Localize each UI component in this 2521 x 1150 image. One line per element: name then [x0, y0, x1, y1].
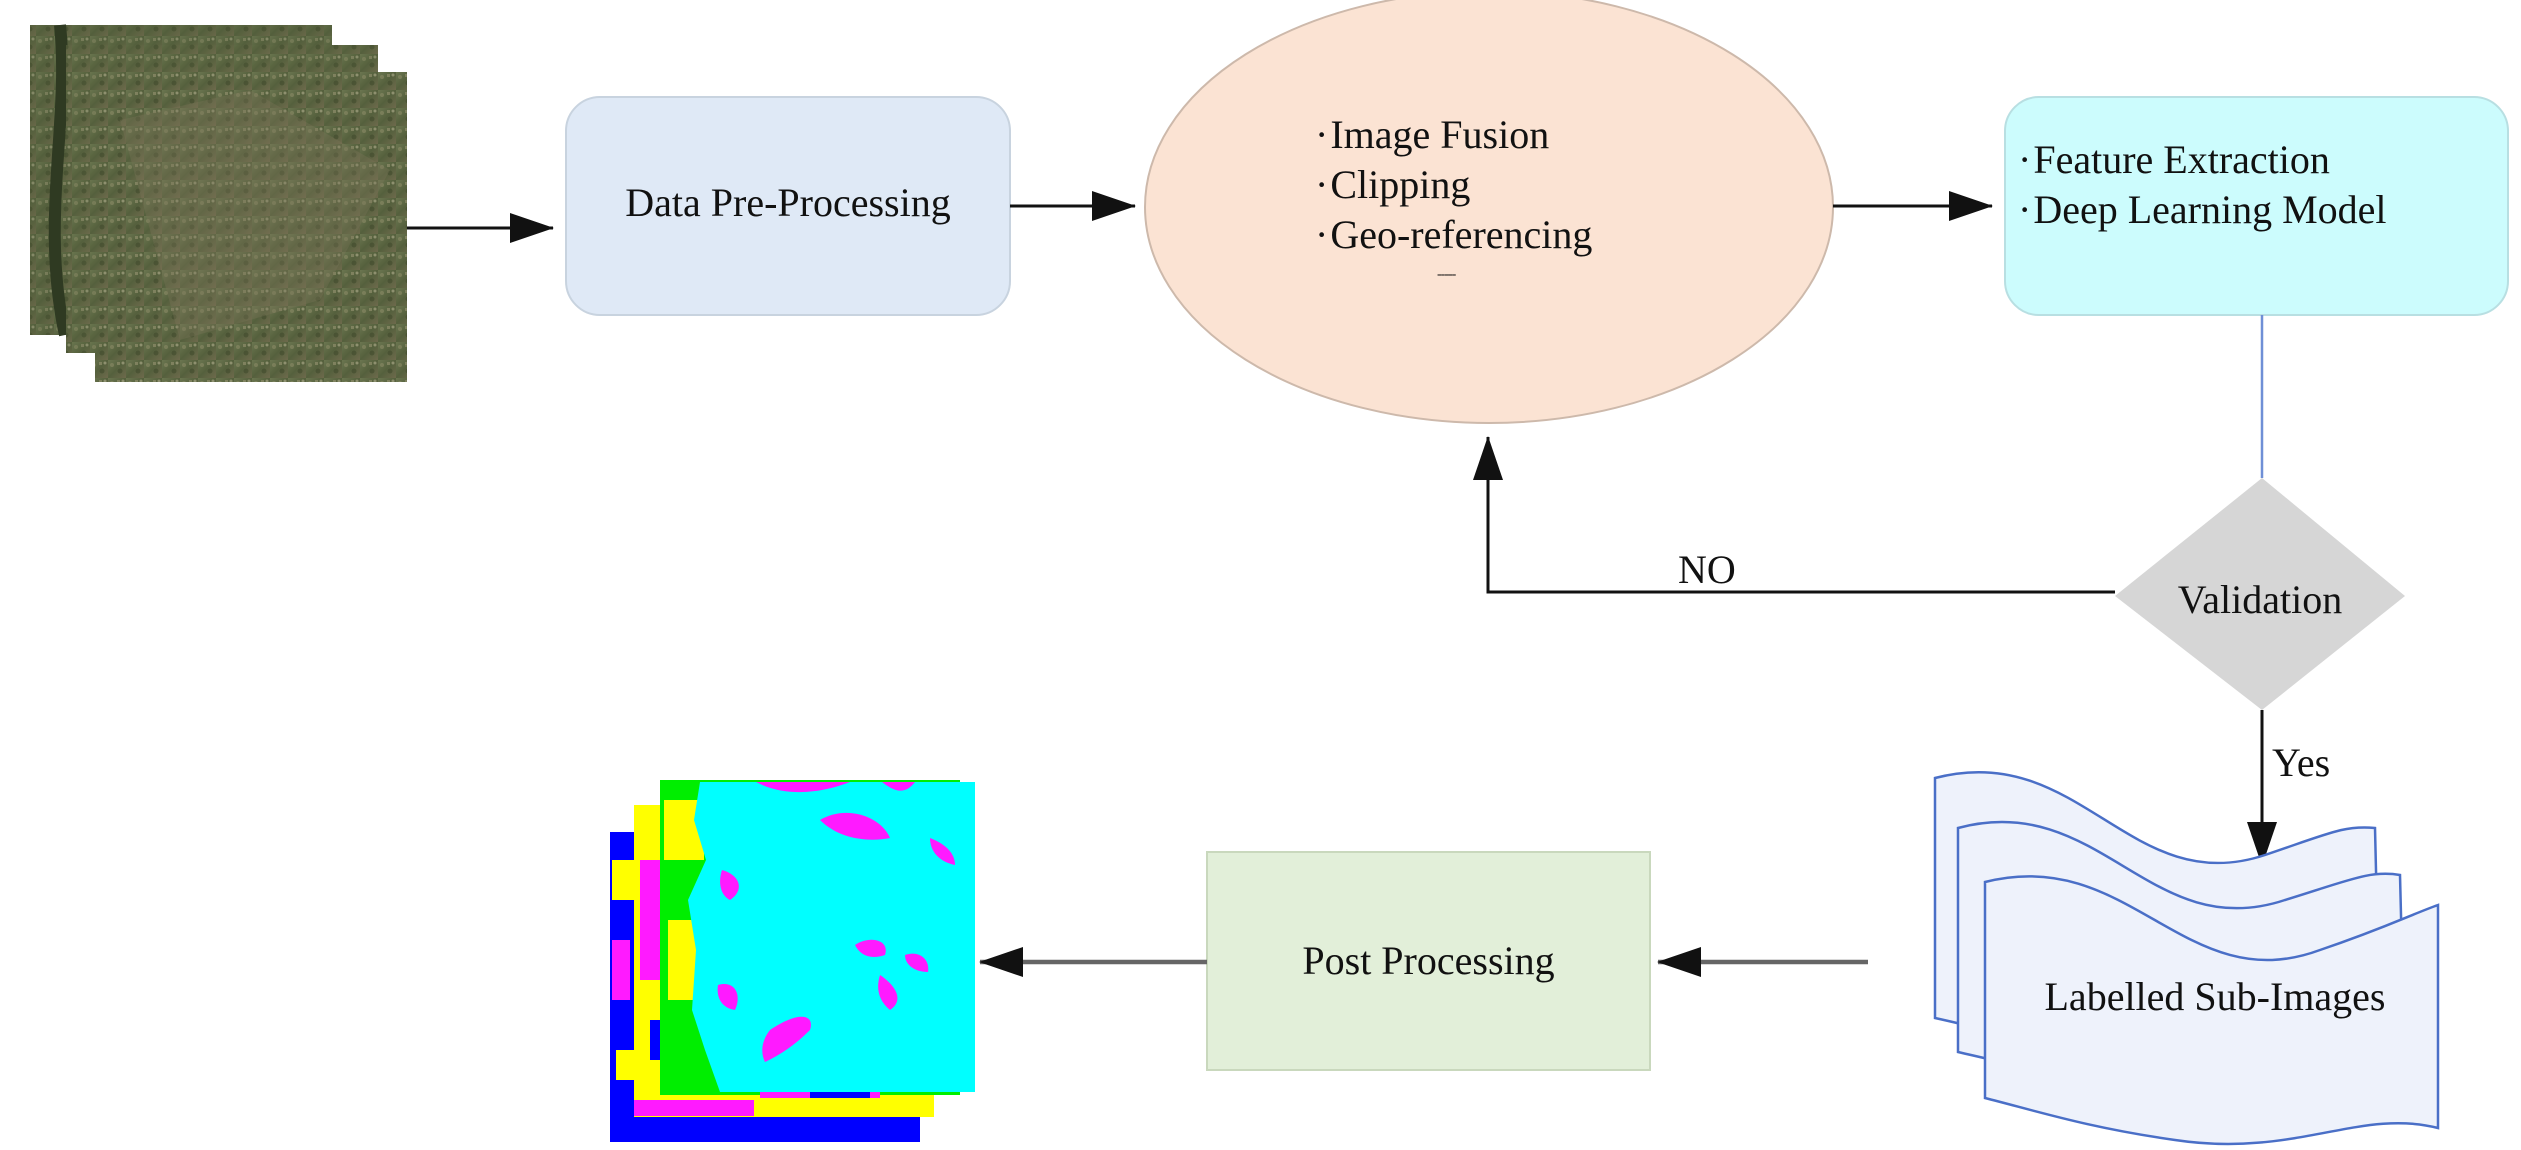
fusion-item-georeferencing: Geo-referencing — [1315, 210, 1592, 260]
fusion-ellipsis: ----- — [1437, 267, 1456, 282]
features-list: Feature Extraction Deep Learning Model — [2018, 135, 2387, 235]
labelled-subimages-label: Labelled Sub-Images — [2044, 974, 2386, 1019]
arrow-validation-no-to-fusion — [1473, 436, 2115, 594]
classified-map-stack-icon — [610, 780, 975, 1142]
features-item-deep-learning: Deep Learning Model — [2018, 185, 2386, 235]
validation-node — [2115, 478, 2405, 710]
fusion-item-clipping: Clipping — [1315, 160, 1592, 210]
satellite-image-stack-icon — [30, 24, 407, 382]
features-item-extraction: Feature Extraction — [2018, 135, 2387, 185]
no-edge-label: NO — [1678, 547, 1736, 592]
postprocess-node — [1206, 851, 1651, 1071]
postprocess-label: Post Processing — [1302, 938, 1555, 983]
fusion-item-image-fusion: Image Fusion — [1315, 110, 1592, 160]
fusion-list: Image Fusion Clipping Geo-referencing — [1315, 110, 1592, 260]
validation-label: Validation — [2177, 577, 2343, 622]
labelled-subimages-node — [1933, 770, 2440, 1146]
preprocess-label: Data Pre-Processing — [625, 180, 951, 225]
yes-edge-label: Yes — [2272, 740, 2331, 785]
